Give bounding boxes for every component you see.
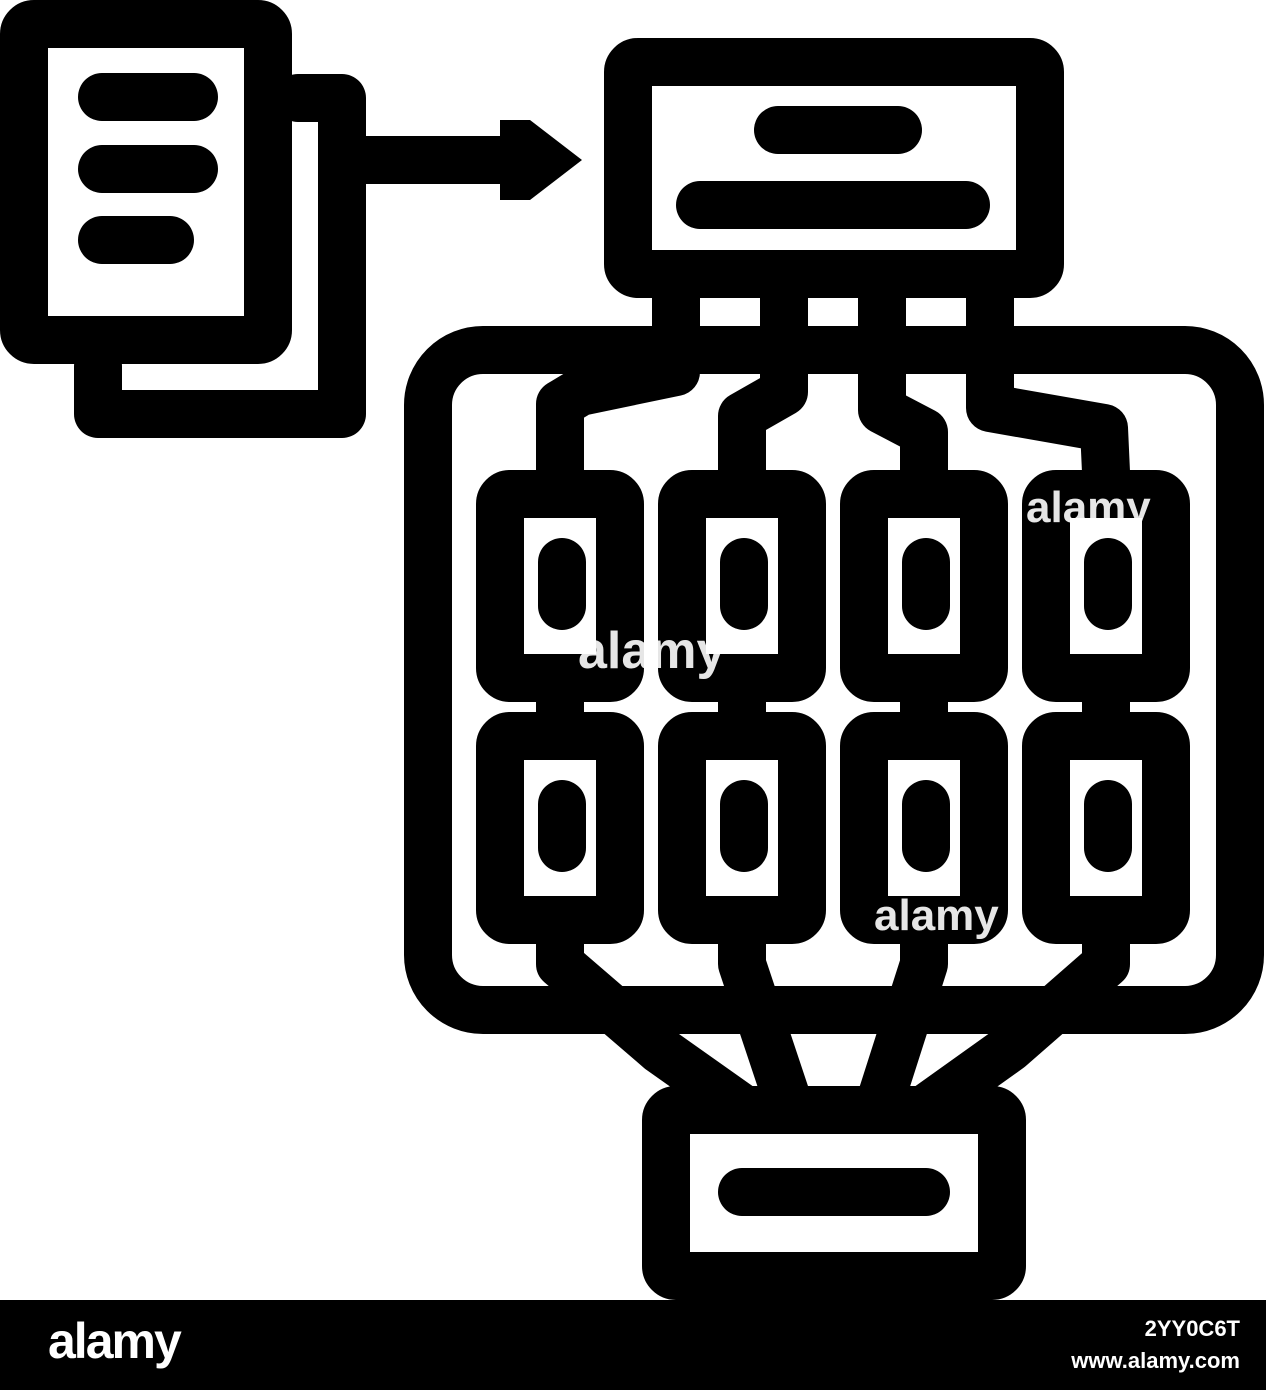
site-url: www.alamy.com (1071, 1348, 1240, 1373)
image-id: 2YY0C6T (1144, 1316, 1240, 1341)
document-back-page (74, 74, 366, 438)
document-front-page (0, 0, 292, 364)
arrowhead (500, 120, 582, 200)
node-pills (538, 538, 1132, 872)
node-grid (476, 470, 1190, 944)
output-box (642, 1086, 1026, 1300)
bottom-connectors (536, 896, 1130, 1132)
watermark-upper: alamy (1026, 483, 1151, 532)
brand-logo: alamy (48, 1313, 182, 1369)
line-icon: alamy alamy alamy (0, 0, 1264, 1300)
watermark-overlay: alamy alamy alamy (578, 483, 1151, 940)
watermark-lower: alamy (874, 891, 999, 940)
watermark-mid: alamy (578, 622, 726, 680)
top-connectors (536, 250, 1130, 496)
document-icon (0, 0, 366, 438)
watermark-bar: alamy 2YY0C6T www.alamy.com (0, 1300, 1266, 1390)
output-box-frame (642, 1086, 1026, 1300)
input-box-frame (604, 38, 1064, 298)
input-box (604, 38, 1064, 298)
network-container (404, 326, 1264, 1034)
